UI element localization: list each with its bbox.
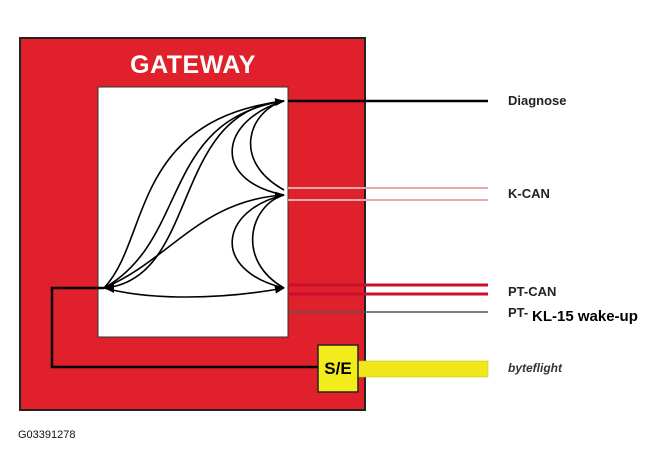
se-label: S/E [324, 359, 351, 378]
se-box [317, 344, 359, 393]
byteflight-line [357, 360, 489, 378]
label-byteflight: byteflight [508, 361, 563, 375]
gateway-title: GATEWAY [130, 51, 256, 79]
se-connection-wire [50, 286, 318, 369]
figure-id: G03391278 [18, 429, 76, 441]
routing-curves [103, 98, 285, 298]
label-kl15: KL-15 wake-up [532, 308, 638, 325]
label-pt-prefix: PT- [508, 305, 528, 320]
left-node-arrow [104, 283, 114, 293]
inner-panel [97, 86, 289, 338]
label-kcan: K-CAN [508, 186, 550, 201]
label-ptcan: PT-CAN [508, 284, 556, 299]
label-diagnose: Diagnose [508, 93, 567, 108]
